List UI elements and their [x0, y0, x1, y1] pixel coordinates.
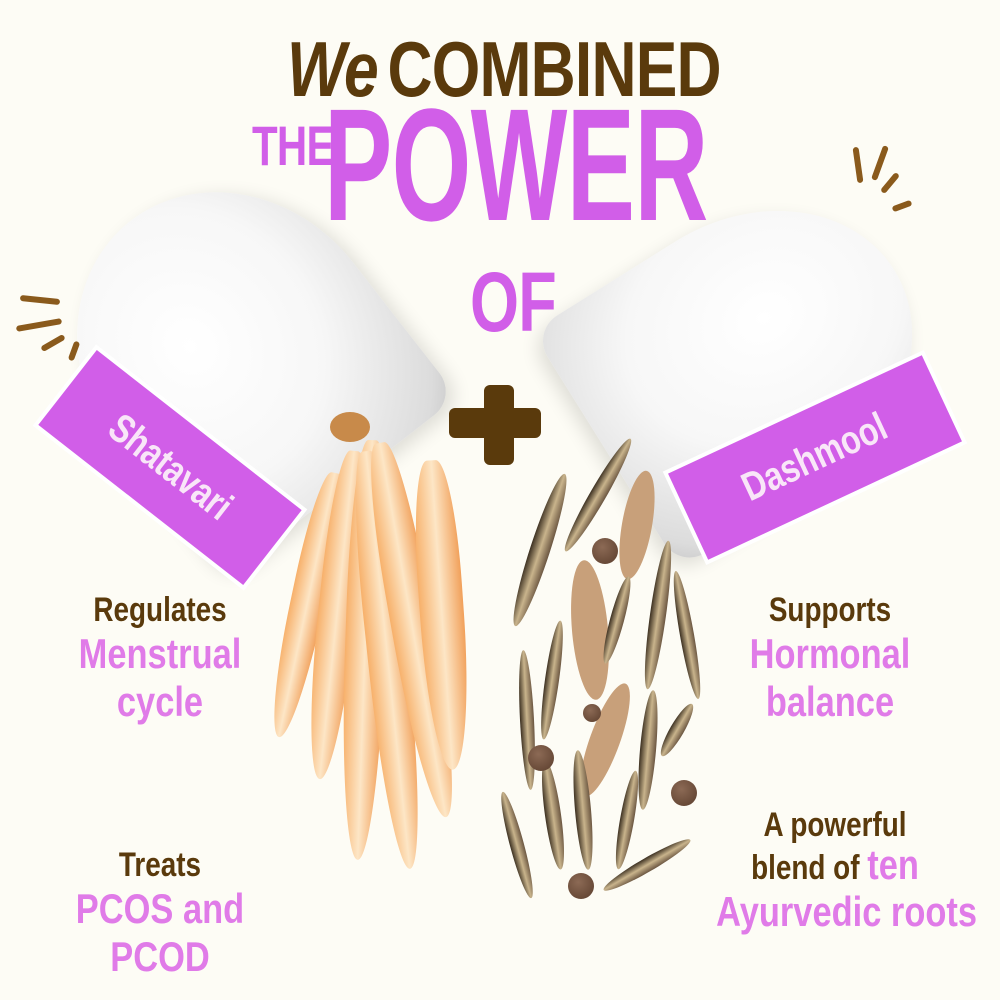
benefit-menstrual-line2: Menstrual	[78, 630, 242, 677]
headline-we: We	[287, 25, 379, 113]
benefit-hormonal-verb: Supports	[768, 591, 892, 629]
headline-the: THE	[252, 114, 335, 177]
benefit-blend-line2: blend of ten	[716, 844, 954, 888]
benefit-blend: A powerful blend of ten Ayurvedic roots	[690, 805, 980, 936]
headline-power: POWER	[324, 75, 708, 254]
benefit-blend-line2a: blend of	[751, 849, 868, 887]
benefit-pcos-line2: PCOS and PCOD	[75, 885, 245, 980]
benefit-pcos: Treats PCOS and PCOD	[15, 845, 305, 981]
headline-of: OF	[470, 255, 557, 349]
benefit-menstrual: Regulates Menstrual cycle	[60, 590, 260, 726]
benefit-blend-line3: Ayurvedic roots	[716, 888, 978, 935]
benefit-blend-ten: ten	[867, 841, 919, 888]
headline-combined: COMBINED	[387, 25, 721, 113]
benefit-pcos-verb: Treats	[118, 846, 202, 884]
benefit-hormonal-line2: Hormonal	[749, 630, 911, 677]
benefit-hormonal: Supports Hormonal balance	[730, 590, 930, 726]
benefit-menstrual-verb: Regulates	[93, 591, 227, 629]
benefit-menstrual-line3: cycle	[116, 678, 204, 725]
benefit-hormonal-line3: balance	[765, 678, 895, 725]
benefit-blend-line1: A powerful	[763, 806, 907, 844]
